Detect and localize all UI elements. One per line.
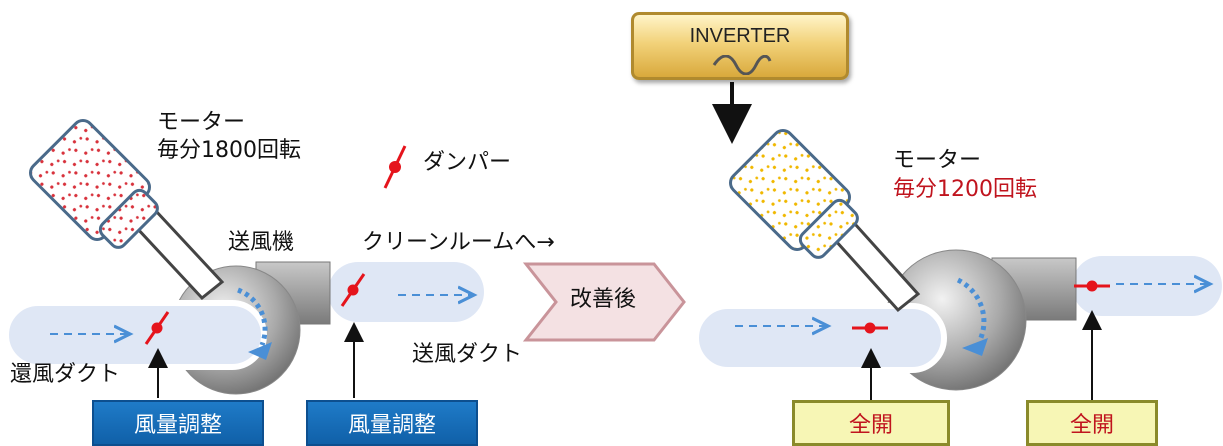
after-improvement-label: 改善後 (570, 287, 637, 312)
motor-label: モーター (157, 110, 246, 135)
damper-legend-label: ダンパー (423, 150, 512, 175)
motor-speed-before: 毎分1800回転 (157, 138, 301, 163)
airflow-adjust-button-2[interactable]: 風量調整 (306, 400, 478, 446)
motor-after (729, 129, 859, 259)
damper-open-return (852, 322, 888, 334)
destination-label: クリーンルームへ→ (362, 230, 555, 255)
supply-duct-label: 送風ダクト (412, 342, 523, 367)
damper-supply (340, 273, 366, 307)
damper-legend-icon (383, 145, 407, 189)
inverter-box: INVERTER (631, 12, 849, 80)
airflow-adjust-button-1[interactable]: 風量調整 (92, 400, 264, 446)
fully-open-button-2[interactable]: 全開 (1026, 400, 1158, 446)
motor-speed-after: 毎分1200回転 (893, 177, 1037, 202)
supply-duct (328, 262, 484, 322)
rotation-arrow (237, 287, 268, 346)
motor-before (29, 119, 159, 249)
transition-chevron (522, 262, 686, 342)
fully-open-button-1[interactable]: 全開 (792, 400, 950, 446)
damper-return (144, 311, 170, 345)
damper-open-supply (1074, 280, 1110, 292)
sine-wave-icon (712, 55, 772, 75)
fan-label: 送風機 (228, 230, 295, 255)
supply-duct-after (1072, 256, 1222, 316)
motor-label-after: モーター (893, 148, 982, 173)
inverter-label: INVERTER (689, 25, 791, 47)
return-duct-label: 還風ダクト (10, 362, 121, 387)
